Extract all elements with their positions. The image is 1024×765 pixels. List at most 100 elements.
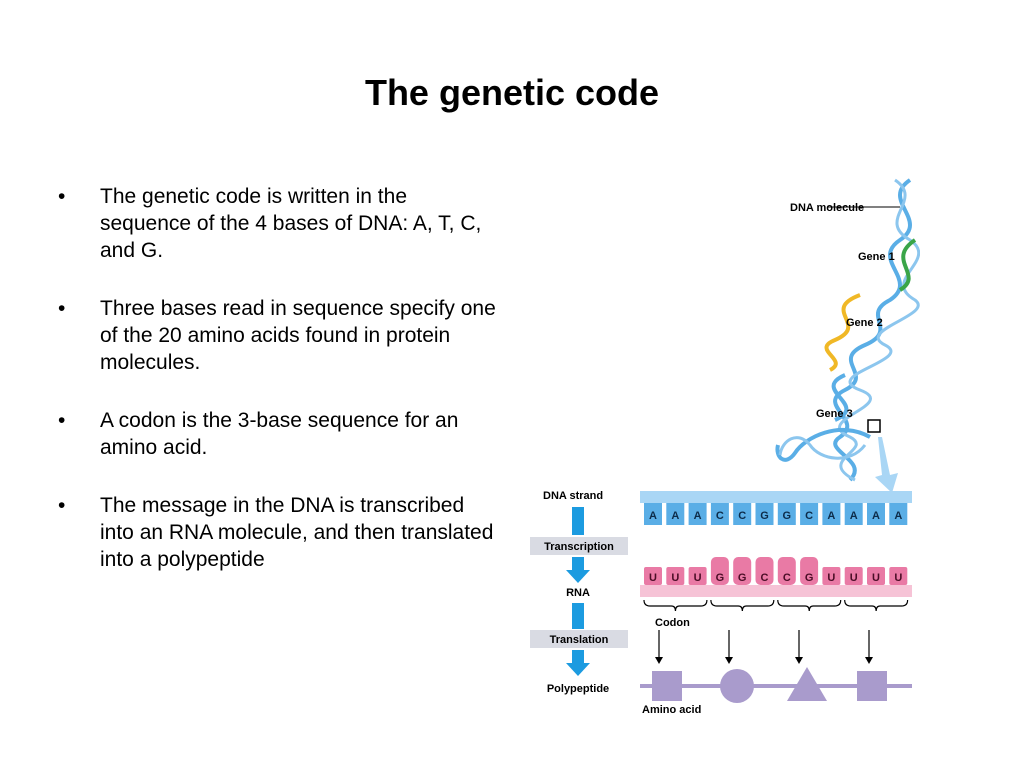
label-gene1: Gene 1: [858, 251, 895, 263]
rna-base-letter: U: [671, 572, 679, 584]
rna-base-tile: [688, 567, 707, 585]
codon-brace: [777, 599, 842, 612]
dna-base-letter: A: [872, 510, 880, 522]
rna-base-tile: [844, 567, 863, 585]
genetic-code-diagram: DNA molecule Gene 1 Gene 2 Gene 3 DNA st…: [530, 178, 921, 716]
transcription-box: [530, 537, 628, 555]
rna-base-letter: G: [716, 572, 725, 584]
translation-arrow-head: [865, 657, 873, 664]
flow-arrow-shaft: [572, 603, 584, 629]
bullet-list: • The genetic code is written in the sequ…: [58, 183, 498, 604]
rna-base-tile: [733, 557, 752, 585]
translation-box: [530, 630, 628, 648]
rna-base-letter: U: [649, 572, 657, 584]
label-rna: RNA: [566, 587, 590, 599]
bullet-marker: •: [58, 185, 66, 208]
rna-base-tile: [644, 567, 662, 585]
bullet-item: • The genetic code is written in the sequ…: [58, 183, 498, 264]
rna-base-letter: U: [872, 572, 880, 584]
rna-base-tile: [822, 567, 841, 585]
flow-arrow-shaft: [572, 557, 584, 571]
dna-base-letter: A: [894, 510, 902, 522]
flow-arrow-shaft: [572, 650, 584, 664]
rna-backbone: [640, 585, 912, 597]
bullet-text: Three bases read in sequence specify one…: [100, 297, 496, 374]
rna-base-tile: [755, 557, 774, 585]
dna-base-letter: A: [671, 510, 679, 522]
label-amino-acid: Amino acid: [642, 704, 701, 716]
rna-base-tile: [777, 557, 796, 585]
dna-base-tile: [867, 503, 885, 525]
dna-base-tile: [889, 503, 908, 525]
label-gene2: Gene 2: [846, 317, 883, 329]
dna-base-letter: G: [760, 510, 769, 522]
bullet-text: The genetic code is written in the seque…: [100, 185, 482, 262]
dna-base-letter: A: [694, 510, 702, 522]
bullet-marker: •: [58, 297, 66, 320]
bullet-item: • A codon is the 3-base sequence for an a…: [58, 407, 498, 461]
dna-base-tile: [710, 503, 729, 525]
rna-base-letter: G: [738, 572, 747, 584]
dna-base-tile: [777, 503, 796, 525]
dna-backbone: [640, 491, 912, 503]
bullet-marker: •: [58, 409, 66, 432]
dna-base-letter: C: [738, 510, 746, 522]
dna-base-letter: C: [805, 510, 813, 522]
label-dna-molecule: DNA molecule: [790, 202, 864, 214]
label-translation: Translation: [550, 634, 609, 646]
flow-arrow-shaft: [572, 507, 584, 535]
amino-acid-circle: [720, 669, 754, 703]
rna-base-letter: U: [850, 572, 858, 584]
bullet-marker: •: [58, 494, 66, 517]
amino-acid-square: [857, 671, 887, 701]
label-gene3: Gene 3: [816, 408, 853, 420]
dna-base-letter: A: [649, 510, 657, 522]
rna-base-tile: [867, 567, 885, 585]
codon-braces: [643, 599, 909, 612]
rna-base-letter: U: [827, 572, 835, 584]
flow-arrow-head: [566, 570, 590, 583]
amino-acid-triangle: [787, 667, 827, 701]
dna-base-letter: A: [850, 510, 858, 522]
label-transcription: Transcription: [544, 541, 614, 553]
codon-brace: [643, 599, 708, 612]
amino-acid-square: [652, 671, 682, 701]
translation-arrow-head: [795, 657, 803, 664]
dna-base-tile: [800, 503, 819, 525]
dna-base-letter: C: [716, 510, 724, 522]
amino-acids: [652, 630, 887, 703]
bullet-item: • Three bases read in sequence specify on…: [58, 295, 498, 376]
rna-base-letter: U: [894, 572, 902, 584]
slide-title: The genetic code: [364, 72, 660, 113]
dna-base-letter: A: [827, 510, 835, 522]
dna-base-tile: [844, 503, 863, 525]
bullet-text: The message in the DNA is transcribed in…: [100, 494, 494, 571]
bullet-item: • The message in the DNA is transcribed i…: [58, 492, 498, 573]
rna-base-tile: [800, 557, 819, 585]
genetic-code-figure: DNA molecule Gene 1 Gene 2 Gene 3 DNA st…: [520, 175, 921, 725]
dna-base-tile: [644, 503, 662, 525]
rna-base-tile: [710, 557, 729, 585]
label-dna-strand: DNA strand: [543, 490, 603, 502]
rna-base-letter: U: [694, 572, 702, 584]
dna-base-tile: [822, 503, 841, 525]
bullet-text: A codon is the 3-base sequence for an am…: [100, 409, 459, 459]
dna-base-letter: G: [783, 510, 792, 522]
rna-base-letter: C: [761, 572, 769, 584]
zoom-arrow: [875, 437, 898, 493]
label-codon: Codon: [655, 617, 690, 629]
dna-base-tile: [733, 503, 752, 525]
rna-base-letter: C: [783, 572, 791, 584]
dna-helix: [775, 178, 921, 482]
dna-base-tile: [666, 503, 685, 525]
rna-base-letter: G: [805, 572, 814, 584]
flow-arrow-head: [566, 663, 590, 676]
dna-base-tile: [688, 503, 707, 525]
dna-base-tile: [755, 503, 774, 525]
codon-brace: [844, 599, 909, 612]
rna-base-tile: [889, 567, 908, 585]
translation-arrow-head: [655, 657, 663, 664]
